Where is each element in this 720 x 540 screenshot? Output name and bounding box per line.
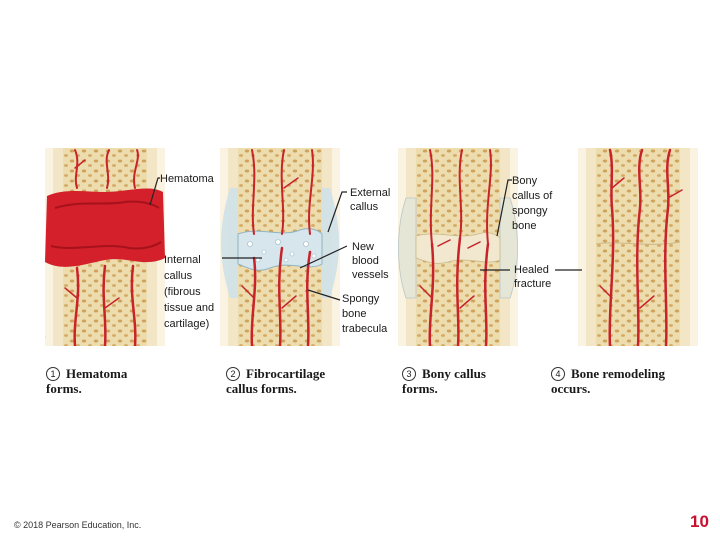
copyright-footer: © 2018 Pearson Education, Inc. <box>14 520 142 530</box>
step-2-text: Fibrocartilage <box>246 366 326 381</box>
label-new-blood-vessels: New blood vessels <box>352 241 389 281</box>
step-3-number: 3 <box>402 367 416 381</box>
step-2-number: 2 <box>226 367 240 381</box>
step-3-text2: forms. <box>402 381 438 396</box>
step-1-caption: 1 Hematoma forms. <box>46 366 127 396</box>
bone-illustration-fibrocartilage <box>220 148 340 346</box>
step-2-text2: callus forms. <box>226 381 297 396</box>
panel-1-hematoma <box>45 148 165 346</box>
step-3-caption: 3 Bony callus forms. <box>402 366 486 396</box>
bone-illustration-hematoma <box>45 148 165 346</box>
step-1-text2: forms. <box>46 381 82 396</box>
bone-illustration-bony-callus <box>398 148 518 346</box>
panel-4-remodeling <box>578 148 698 346</box>
step-4-text2: occurs. <box>551 381 591 396</box>
panel-2-fibrocartilage <box>220 148 340 346</box>
step-1-number: 1 <box>46 367 60 381</box>
step-4-caption: 4 Bone remodeling occurs. <box>551 366 665 396</box>
step-1-text: Hematoma <box>66 366 128 381</box>
step-2-caption: 2 Fibrocartilage callus forms. <box>226 366 325 396</box>
label-hematoma: Hematoma <box>160 173 214 185</box>
step-4-number: 4 <box>551 367 565 381</box>
page-number: 10 <box>690 512 709 531</box>
label-external-callus: External callus <box>350 187 391 213</box>
label-bony-callus: Bony callus of spongy bone <box>512 175 553 232</box>
step-4-text: Bone remodeling <box>571 366 666 381</box>
label-internal-callus: Internal callus (fibrous tissue and cart… <box>164 254 215 330</box>
step-3-text: Bony callus <box>422 366 486 381</box>
panel-3-bony-callus <box>398 148 518 346</box>
bone-illustration-remodeling <box>578 148 698 346</box>
label-healed-fracture: Healed fracture <box>514 264 552 290</box>
label-spongy-bone-trabecula: Spongy bone trabecula <box>342 293 388 335</box>
